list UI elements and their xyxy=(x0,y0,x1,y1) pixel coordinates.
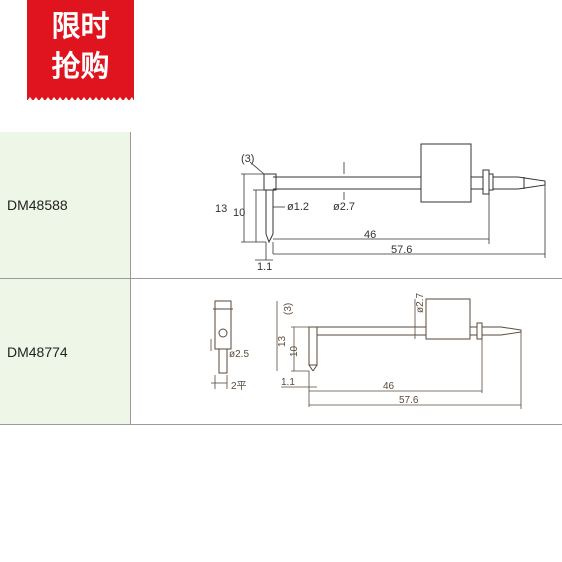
table-row: DM48774 xyxy=(0,279,562,424)
model-cell: DM48588 xyxy=(0,132,131,278)
product-table: DM48588 xyxy=(0,132,562,425)
promo-line-2: 抢购 xyxy=(51,49,110,83)
promo-line-1: 限时 xyxy=(51,9,110,43)
dim-len-total: 57.6 xyxy=(399,395,419,406)
dim-len-46: 46 xyxy=(364,229,376,241)
dim-len-total: 57.6 xyxy=(391,244,412,256)
dim-tip-gap: (3) xyxy=(283,303,294,315)
dim-head-dia: ø2.5 xyxy=(229,349,249,360)
dim-flat: 2平 xyxy=(231,381,247,392)
model-cell: DM48774 xyxy=(0,279,131,424)
dim-height-inner: 10 xyxy=(233,207,245,219)
probe-drawing-2: (3) ø2.7 13 10 ø2.5 2平 1.1 46 57.6 xyxy=(131,279,562,424)
probe-diagram-1: (3) 13 10 ø1.2 ø2.7 46 57.6 1.1 xyxy=(215,143,546,273)
dim-dia-small: ø1.2 xyxy=(287,201,309,213)
probe-drawing-1: (3) 13 10 ø1.2 ø2.7 46 57.6 1.1 xyxy=(131,132,562,278)
promo-badge: 限时 抢购 xyxy=(27,0,134,101)
model-label: DM48774 xyxy=(7,343,68,360)
dim-len-46: 46 xyxy=(383,381,395,392)
row-divider xyxy=(0,278,562,279)
dim-height-outer: 13 xyxy=(215,203,227,215)
table-bottom-border xyxy=(0,424,562,425)
promo-badge-text: 限时 抢购 xyxy=(27,6,134,86)
dim-tip-gap: (3) xyxy=(241,153,254,165)
table-row: DM48588 xyxy=(0,132,562,278)
dim-height-inner: 10 xyxy=(289,345,300,357)
dim-height-outer: 13 xyxy=(277,335,288,347)
dim-tip-width: 1.1 xyxy=(281,377,295,388)
badge-zigzag-edge xyxy=(27,97,134,101)
model-label: DM48588 xyxy=(7,197,68,213)
dim-tip-width: 1.1 xyxy=(257,261,272,273)
probe-diagram-2: (3) ø2.7 13 10 ø2.5 2平 1.1 46 57.6 xyxy=(210,293,522,409)
dim-dia-shaft: ø2.7 xyxy=(333,201,355,213)
dim-shaft-dia: ø2.7 xyxy=(415,293,426,313)
